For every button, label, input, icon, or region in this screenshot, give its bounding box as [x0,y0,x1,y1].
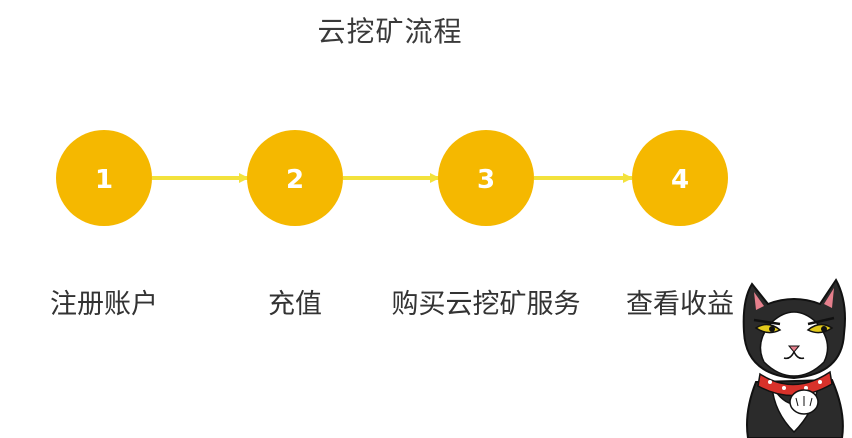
step-number: 3 [477,165,495,195]
step-circle [247,130,343,226]
step-label-buy-service: 购买云挖矿服务 [391,289,581,320]
cat-mascot-icon [742,278,846,438]
step-2: 2 [247,130,343,226]
step-circle [56,130,152,226]
step-number: 2 [286,165,304,195]
step-number: 4 [671,165,689,195]
page-title: 云挖矿流程 [317,15,463,48]
step-1: 1 [56,130,152,226]
step-circle [438,130,534,226]
step-label-recharge: 充值 [268,289,322,320]
step-label-view-earnings: 查看收益 [626,289,734,320]
step-number: 1 [95,165,113,195]
step-3: 3 [438,130,534,226]
step-label-register: 注册账户 [50,289,158,320]
step-circle [632,130,728,226]
step-4: 4 [632,130,728,226]
